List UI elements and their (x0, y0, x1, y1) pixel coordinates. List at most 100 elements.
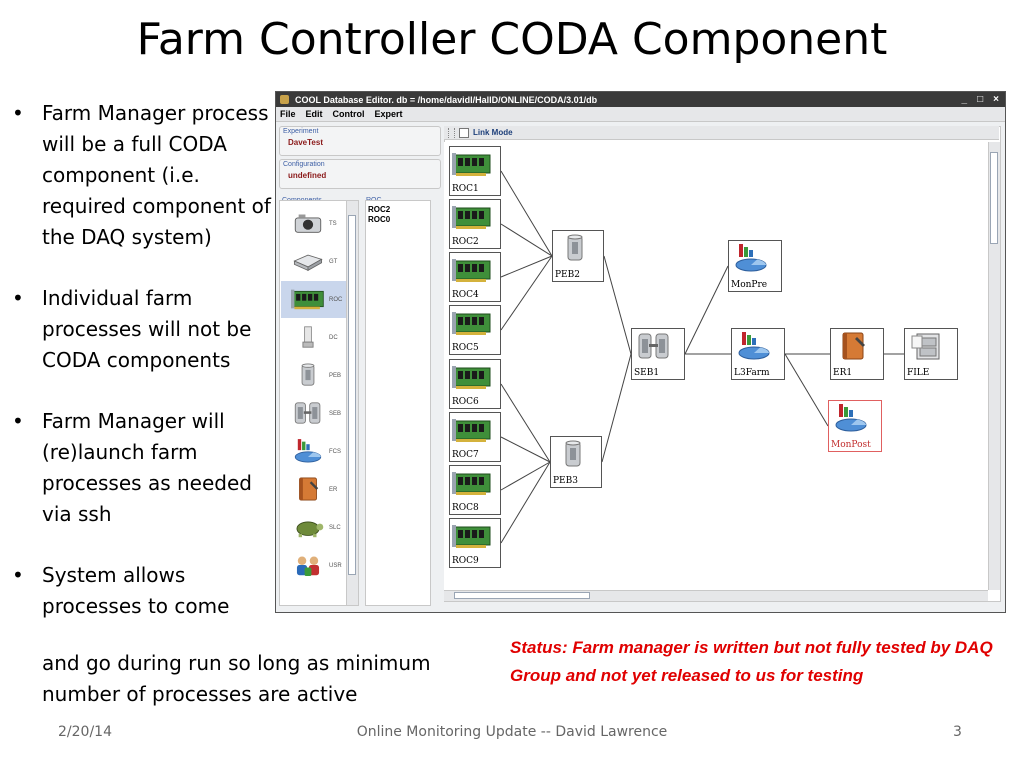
board-icon (452, 149, 492, 181)
node-roc5[interactable]: ROC5 (449, 305, 501, 355)
node-l3farm[interactable]: L3Farm (731, 328, 785, 380)
node-roc4[interactable]: ROC4 (449, 252, 501, 302)
component-label: ROC (329, 296, 343, 303)
component-item-peb[interactable]: PEB (281, 357, 346, 394)
node-peb2[interactable]: PEB2 (552, 230, 604, 282)
camera-icon (291, 210, 325, 238)
component-label: DC (329, 334, 338, 341)
graph-vertical-scrollbar[interactable] (988, 142, 1000, 590)
book-icon (833, 331, 873, 363)
components-list: TS GT ROC DC PEB SEB (279, 200, 359, 606)
window-titlebar[interactable]: COOL Database Editor. db = /home/davidl/… (276, 92, 1005, 107)
footer-center: Online Monitoring Update -- David Lawren… (356, 724, 668, 740)
experiment-group: Experiment DaveTest (279, 126, 441, 156)
board-icon (452, 362, 492, 394)
node-label: SEB1 (634, 368, 660, 378)
node-label: MonPre (731, 280, 768, 290)
experiment-value[interactable]: DaveTest (288, 138, 323, 147)
book-icon (291, 476, 325, 504)
board-icon (452, 255, 492, 287)
node-monpost[interactable]: MonPost (828, 400, 882, 452)
scrollbar-thumb[interactable] (990, 152, 998, 244)
components-scrollbar[interactable] (346, 201, 358, 605)
file-cabinet-icon (907, 331, 947, 363)
graph-horizontal-scrollbar[interactable] (444, 590, 988, 601)
configuration-group: Configuration undefined (279, 159, 441, 189)
configuration-label: Configuration (283, 161, 325, 168)
status-note: Status: Farm manager is written but not … (510, 638, 993, 685)
node-roc2[interactable]: ROC2 (449, 199, 501, 249)
component-item-ts[interactable]: TS (281, 205, 346, 242)
node-label: FILE (907, 368, 930, 378)
slide-title: Farm Controller CODA Component (136, 14, 888, 65)
menu-expert[interactable]: Expert (374, 109, 403, 119)
experiment-label: Experiment (283, 128, 319, 135)
footer-date: 2/20/14 (58, 724, 112, 740)
bullet-list: Farm Manager process will be a full CODA… (10, 98, 275, 652)
component-label: ER (329, 486, 338, 493)
roc-list-item[interactable]: ROC0 (368, 215, 391, 224)
window-title: COOL Database Editor. db = /home/davidl/… (295, 94, 598, 105)
node-label: ROC6 (452, 397, 479, 407)
component-item-gt[interactable]: GT (281, 243, 346, 280)
left-panel: Experiment DaveTest Configuration undefi… (279, 126, 441, 606)
link-PEB2-SEB1 (603, 255, 632, 355)
link-ROC1-PEB2 (500, 170, 553, 257)
bullet-continuation: and go during run so long as minimum num… (42, 651, 431, 706)
node-file[interactable]: FILE (904, 328, 958, 380)
footer-page-number: 3 (953, 724, 962, 740)
component-item-dc[interactable]: DC (281, 319, 346, 356)
menu-file[interactable]: File (280, 109, 296, 119)
board-icon (452, 202, 492, 234)
link-mode-label[interactable]: Link Mode (473, 128, 513, 137)
link-SEB1-MonPre (684, 265, 729, 355)
link-PEB3-SEB1 (601, 353, 632, 463)
node-er1[interactable]: ER1 (830, 328, 884, 380)
component-item-fcs[interactable]: FCS (281, 433, 346, 470)
close-icon[interactable]: × (993, 94, 999, 105)
node-peb3[interactable]: PEB3 (550, 436, 602, 488)
pie-icon (731, 243, 771, 275)
node-roc1[interactable]: ROC1 (449, 146, 501, 196)
component-item-seb[interactable]: SEB (281, 395, 346, 432)
board-icon (452, 521, 492, 553)
link-mode-checkbox[interactable] (459, 127, 469, 138)
node-roc8[interactable]: ROC8 (449, 465, 501, 515)
component-label: GT (329, 258, 338, 265)
roc-list-item[interactable]: ROC2 (368, 205, 391, 214)
node-label: PEB2 (555, 270, 580, 280)
scrollbar-thumb[interactable] (454, 592, 590, 599)
node-label: PEB3 (553, 476, 578, 486)
board-icon (291, 286, 325, 314)
component-item-usr[interactable]: USR (281, 547, 346, 584)
node-roc6[interactable]: ROC6 (449, 359, 501, 409)
component-item-er[interactable]: ER (281, 471, 346, 508)
link-ROC9-PEB3 (500, 461, 551, 544)
link-ROC5-PEB2 (500, 255, 553, 331)
roc-list: ROC2 ROC0 (365, 200, 431, 606)
app-icon (280, 95, 289, 104)
component-item-slc[interactable]: SLC (281, 509, 346, 546)
component-label: TS (329, 220, 337, 227)
component-label: FCS (329, 448, 341, 455)
menu-control[interactable]: Control (332, 109, 365, 119)
maximize-icon[interactable]: □ (977, 94, 984, 105)
minimize-icon[interactable]: _ (961, 94, 968, 105)
cool-editor-window: COOL Database Editor. db = /home/davidl/… (275, 91, 1006, 613)
bullet-item: System allows processes to come (10, 560, 275, 622)
menu-bar: File Edit Control Expert (276, 107, 1005, 122)
menu-edit[interactable]: Edit (305, 109, 323, 119)
node-seb1[interactable]: SEB1 (631, 328, 685, 380)
board-icon (452, 308, 492, 340)
node-roc7[interactable]: ROC7 (449, 412, 501, 462)
component-graph[interactable]: ROC1 ROC2 ROC4 ROC5 ROC6 (444, 142, 988, 590)
cylinder-pair-icon (634, 331, 674, 363)
link-ROC8-PEB3 (500, 461, 551, 491)
node-roc9[interactable]: ROC9 (449, 518, 501, 568)
node-label: ROC8 (452, 503, 479, 513)
node-label: ROC2 (452, 237, 479, 247)
node-monpre[interactable]: MonPre (728, 240, 782, 292)
configuration-value[interactable]: undefined (288, 171, 327, 180)
scrollbar-thumb[interactable] (348, 215, 356, 575)
component-item-roc[interactable]: ROC (281, 281, 346, 318)
